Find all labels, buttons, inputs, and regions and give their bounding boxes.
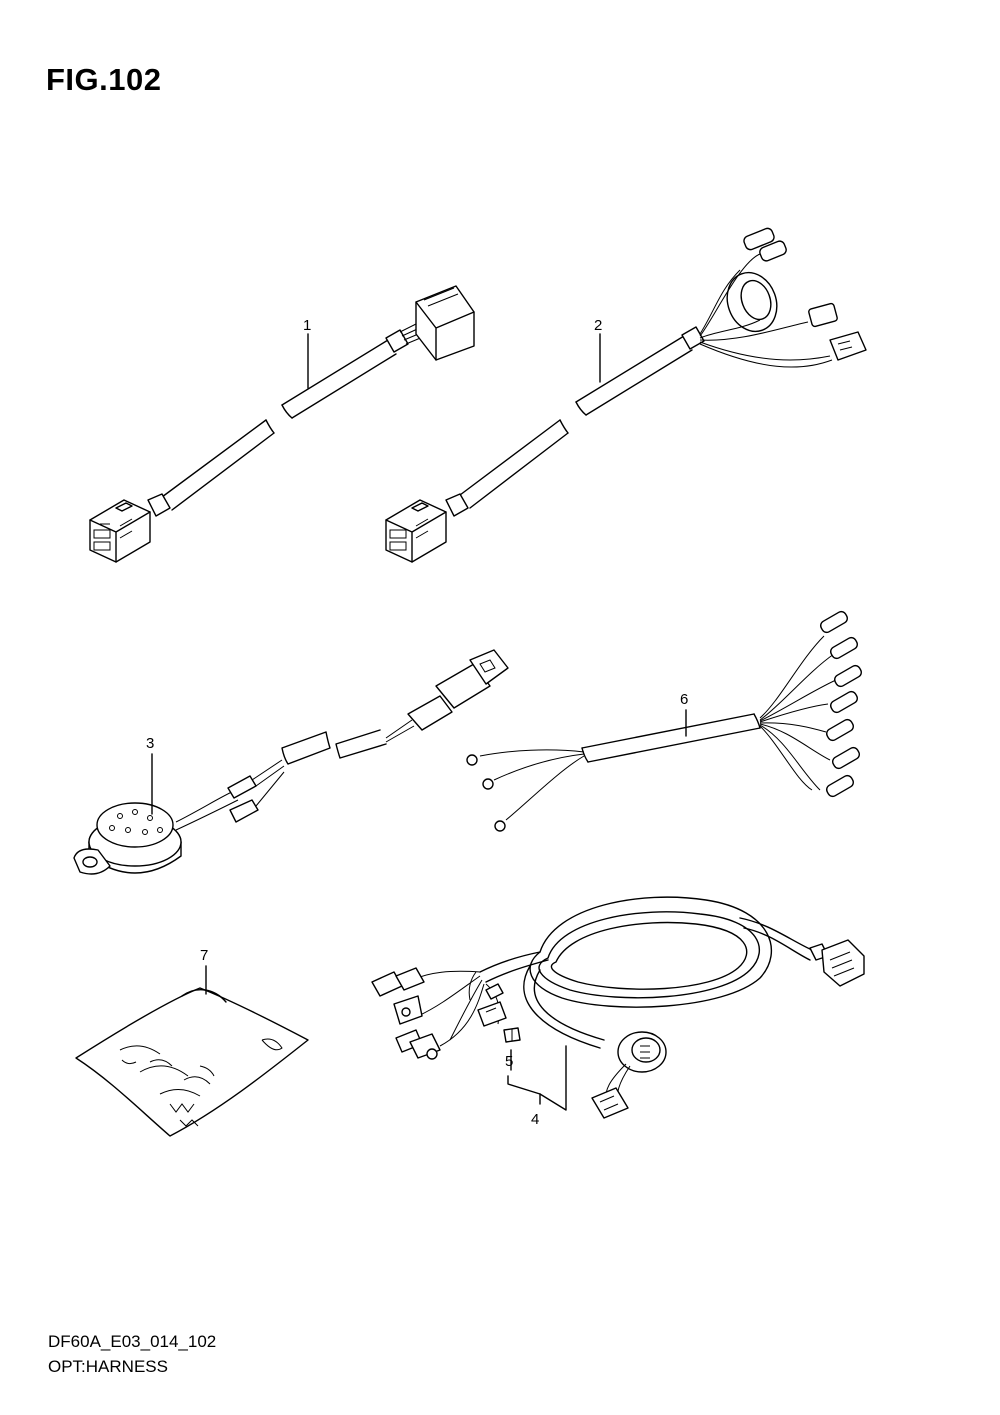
callout-6: 6 <box>680 691 688 708</box>
part-3-buzzer[interactable]: 3 <box>73 649 509 875</box>
model-code: DF60A_E03_014_102 <box>48 1332 217 1351</box>
callout-3: 3 <box>146 735 154 752</box>
part-1-harness[interactable]: 1 <box>89 285 475 563</box>
callout-7: 7 <box>200 947 208 964</box>
part-6-harness[interactable]: 6 <box>466 610 863 832</box>
part-7-parts-bag[interactable]: 7 <box>75 947 309 1137</box>
callout-5: 5 <box>505 1053 513 1070</box>
callout-2: 2 <box>594 317 602 334</box>
figure-title: FIG.102 <box>46 62 162 97</box>
part-2-harness[interactable]: 2 <box>385 227 867 563</box>
part-4-harness[interactable]: 5 4 <box>371 896 865 1128</box>
part-5-fuse[interactable]: 5 <box>503 1027 521 1071</box>
callout-1: 1 <box>303 317 311 334</box>
figure-caption: OPT:HARNESS <box>48 1357 168 1376</box>
callout-4: 4 <box>531 1111 539 1128</box>
